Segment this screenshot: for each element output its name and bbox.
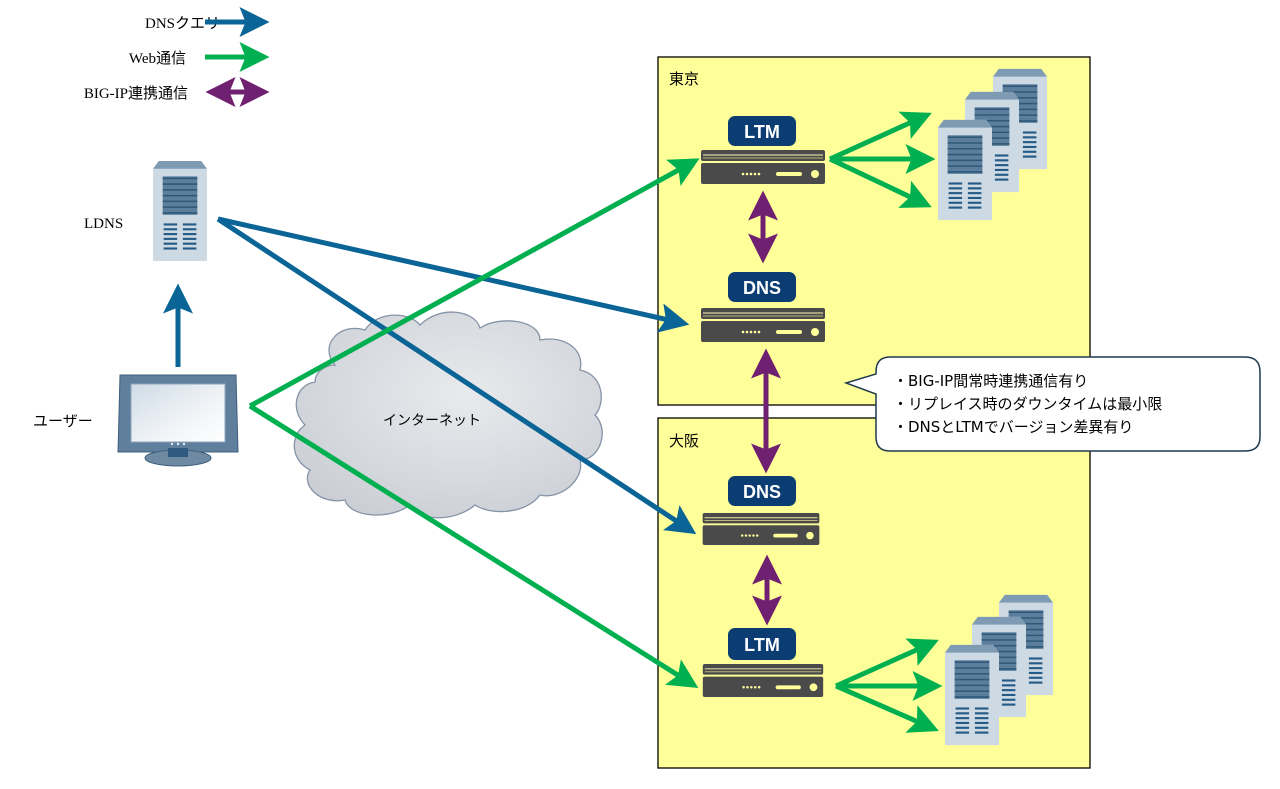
monitor-icon: [117, 374, 239, 467]
appliance-icon: [701, 308, 825, 342]
web-tokyo-ltm-to-server-1: [828, 111, 932, 162]
callout-line-3: ・DNSとLTMでバージョン差異有り: [893, 418, 1133, 436]
server-tower-icon: [945, 644, 999, 746]
user-node: ユーザー: [33, 374, 239, 467]
legend-label-dns-query: DNSクエリ: [145, 15, 220, 32]
legend-label-web: Web通信: [129, 50, 186, 67]
dns-query-ldns-to-tokyo-dns: [217, 216, 690, 333]
appliance-icon: [702, 513, 820, 545]
callout-line-1: ・BIG-IP間常時連携通信有り: [893, 372, 1088, 390]
web-user-to-tokyo-ltm: [248, 158, 700, 409]
internet-cloud: インターネット: [293, 311, 603, 519]
tokyo-dns: DNS: [701, 272, 825, 342]
cloud-icon: [293, 311, 603, 519]
tokyo-dns-badge-label: DNS: [743, 278, 781, 298]
legend-label-bigip-sync: BIG-IP連携通信: [84, 85, 188, 102]
web-osaka-ltm-to-server-1: [834, 638, 939, 689]
user-label: ユーザー: [33, 412, 93, 430]
tokyo-ltm: LTM: [701, 116, 825, 184]
legend-item-dns-query: DNSクエリ: [145, 7, 270, 37]
site-label-tokyo: 東京: [669, 70, 699, 88]
internet-label: インターネット: [383, 413, 481, 429]
appliance-icon: [701, 150, 825, 184]
web-user-to-osaka-ltm: [248, 403, 699, 688]
legend-item-web: Web通信: [129, 42, 270, 72]
legend-item-bigip-sync: BIG-IP連携通信: [84, 77, 270, 107]
callout-line-2: ・リプレイス時のダウンタイムは最小限: [893, 395, 1162, 413]
dns-badge: [728, 272, 796, 302]
tokyo-ltm-badge-label: LTM: [744, 122, 780, 142]
appliance-icon: [702, 664, 824, 697]
legend: DNSクエリ Web通信 BIG-IP連携通信: [84, 7, 270, 107]
dns-badge: [728, 476, 796, 506]
web-tokyo-ltm-to-server-3: [828, 156, 932, 208]
callout-bubble: [843, 356, 1261, 452]
ldns-node: LDNS: [84, 161, 208, 261]
ltm-badge: [728, 628, 796, 660]
osaka-dns-badge-label: DNS: [743, 482, 781, 502]
osaka-ltm-badge-label: LTM: [744, 635, 780, 655]
ltm-badge: [728, 116, 796, 146]
server-tower-icon: [938, 119, 992, 221]
osaka-ltm-to-servers: [834, 638, 943, 733]
site-label-osaka: 大阪: [669, 432, 699, 450]
ldns-label: LDNS: [84, 216, 123, 232]
osaka-dns: DNS: [702, 476, 820, 545]
server-tower-icon: [152, 161, 208, 261]
osaka-ltm: LTM: [702, 628, 824, 697]
dns-query-ldns-to-osaka-dns: [216, 216, 697, 535]
callout-note: ・BIG-IP間常時連携通信有り ・リプレイス時のダウンタイムは最小限 ・DNS…: [843, 356, 1261, 452]
web-osaka-ltm-to-server-3: [834, 683, 939, 733]
tokyo-ltm-to-servers: [828, 111, 936, 208]
